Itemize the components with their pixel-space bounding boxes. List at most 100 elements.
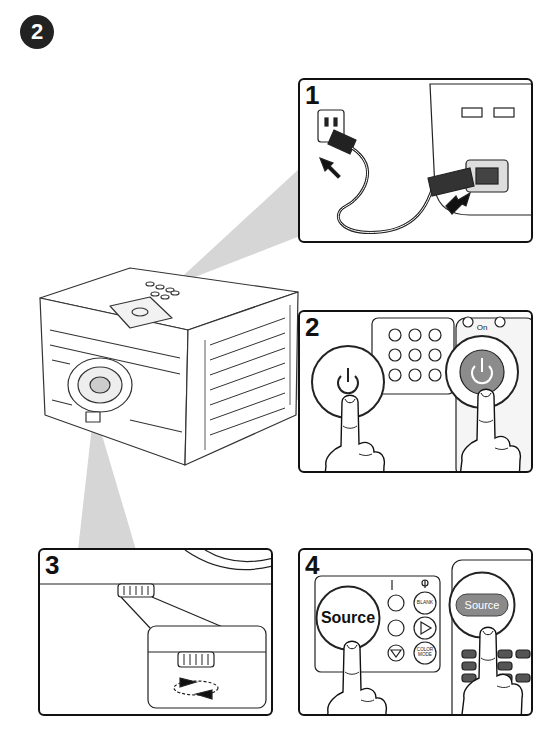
projector-lens (78, 367, 122, 403)
power-cable-highlight (338, 148, 432, 232)
remote-button (495, 317, 505, 327)
adjuster-foot (118, 584, 154, 597)
button-caption: COLOR MODE (414, 642, 436, 664)
power-symbol (481, 358, 483, 372)
keypad-button (409, 329, 421, 341)
indicator-icon (392, 580, 425, 590)
step-number: 3 (45, 550, 59, 580)
projector-vent (210, 318, 285, 435)
remote-button (516, 674, 530, 682)
button-caption: BLANK (414, 592, 436, 614)
keypad-button (414, 617, 436, 639)
step-number: 1 (305, 80, 319, 110)
source-scene (315, 560, 531, 714)
projector-front (40, 298, 188, 465)
pressing-finger (456, 389, 520, 471)
remote-button (462, 650, 476, 658)
keypad-button (389, 329, 401, 341)
power-plug (328, 130, 356, 154)
keypad-button (429, 369, 441, 381)
adjuster-foot-scene (40, 550, 271, 708)
keypad-button (409, 349, 421, 361)
zoom-leader (152, 597, 225, 628)
remote-button (462, 674, 476, 682)
zoom-inset (148, 626, 266, 708)
step-number: 4 (305, 550, 319, 580)
foot-ridges (124, 586, 148, 595)
foot-ridges (184, 654, 208, 665)
power-cable (338, 148, 432, 232)
remote-button (516, 650, 530, 658)
pressing-finger (322, 641, 386, 714)
keypad-button (414, 592, 436, 614)
button-label: Source (465, 599, 500, 611)
keypad-button (429, 329, 441, 341)
projector-foot (86, 412, 100, 422)
remote-button (498, 674, 512, 682)
callout-wedge (172, 168, 300, 286)
pressing-finger (458, 627, 522, 714)
bubble-circle (317, 587, 380, 650)
hdmi-port (462, 108, 482, 117)
projector-lid (110, 297, 172, 328)
projector-lens-edge (205, 550, 271, 562)
step-badge (20, 15, 54, 49)
power-on-scene (312, 317, 531, 471)
zoom-leader (121, 597, 150, 628)
projector-side (185, 292, 298, 465)
step-panel: 1 (298, 78, 533, 243)
hdmi-port (494, 108, 514, 117)
power-inlet-socket (476, 168, 498, 184)
adjuster-foot (178, 652, 214, 667)
remote-button (463, 317, 473, 327)
keypad (315, 576, 440, 672)
pressing-finger (320, 395, 384, 471)
rotation-arrow (196, 690, 212, 699)
keypad-button (414, 642, 436, 664)
source-fingers (322, 627, 522, 714)
remote-button (498, 662, 512, 670)
step-number: 2 (305, 312, 319, 342)
rotation-arrow (180, 678, 196, 687)
button-label: Source (321, 609, 375, 627)
keypad-button (389, 369, 401, 381)
projector-underside (40, 583, 271, 584)
step-number: 2 (20, 15, 54, 49)
button-callout: Source (315, 585, 381, 651)
projector-button (161, 295, 169, 299)
remote-button (480, 674, 494, 682)
projector-lens-edge (185, 550, 271, 570)
power-symbol (347, 368, 349, 382)
arrow-symbol (391, 650, 401, 657)
projector-dial (132, 308, 148, 316)
play-symbol (421, 622, 431, 634)
projector-button (156, 285, 164, 289)
keypad-button (388, 595, 404, 611)
insert-arrow (320, 158, 340, 178)
projector-button (171, 291, 179, 295)
panel-background (40, 550, 271, 714)
projector-lens-glass (90, 377, 110, 393)
outlet-slot (325, 118, 328, 126)
insert-arrow (446, 193, 470, 214)
button-callout: Source (448, 571, 516, 639)
step-panel: 3 (38, 548, 273, 716)
projector (40, 268, 298, 465)
step-panel: 4SourceSource (298, 548, 533, 716)
remote-button (462, 662, 476, 670)
power-connector (428, 168, 474, 196)
projector-vent-frame (205, 305, 290, 450)
keypad-button (388, 645, 404, 661)
keypad-button (389, 349, 401, 361)
remote-button (480, 650, 494, 658)
power-cord-scene (318, 84, 531, 232)
indicator-icon (422, 580, 428, 586)
keypad-button (429, 349, 441, 361)
step-panel: 2 (298, 310, 533, 473)
keypad-button (409, 369, 421, 381)
remote-power-button (460, 350, 504, 394)
outlet-slot (334, 118, 337, 126)
bubble-circle (450, 573, 515, 638)
projector-button (146, 282, 154, 286)
